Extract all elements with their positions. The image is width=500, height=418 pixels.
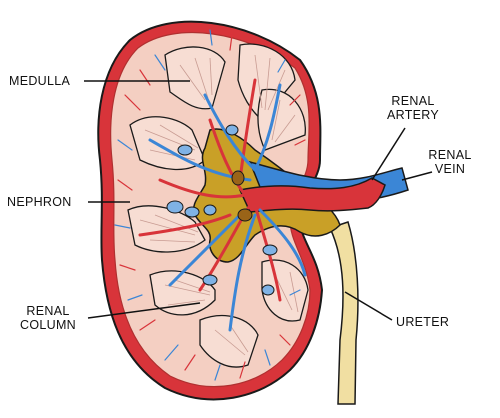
- leader-renal-column: [87, 302, 201, 319]
- pyramid-striations: [139, 54, 299, 356]
- pyramid: [127, 205, 206, 253]
- label-medulla: MEDULLA: [9, 74, 71, 88]
- label-nephron: NEPHRON: [7, 195, 72, 209]
- label-ureter: URETER: [396, 315, 450, 329]
- renal-artery: [238, 177, 386, 213]
- ureter: [328, 221, 359, 405]
- label-renal-column: RENAL COLUMN: [20, 304, 76, 332]
- medullary-pyramids: [127, 43, 309, 368]
- calyx-dots: [231, 170, 253, 222]
- leader-renal-artery: [371, 127, 406, 181]
- leader-ureter: [344, 291, 393, 321]
- label-renal-artery: RENAL ARTERY: [386, 94, 440, 122]
- nephron-loops: [166, 124, 278, 296]
- label-renal-vein: RENAL VEIN: [428, 148, 472, 176]
- leader-renal-vein: [401, 171, 433, 181]
